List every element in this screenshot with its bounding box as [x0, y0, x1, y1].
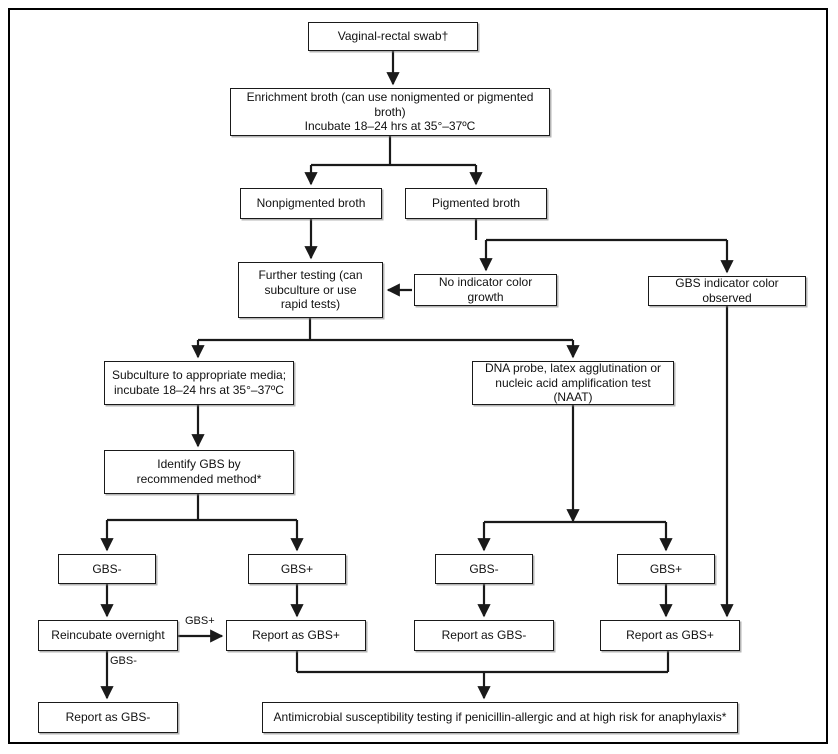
node-subculture-media[interactable]: Subculture to appropriate media; incubat…: [104, 361, 294, 405]
node-label-dna-probe-naat: DNA probe, latex agglutination or nuclei…: [484, 361, 662, 405]
node-gbs-indicator-color-observed[interactable]: GBS indicator color observed: [648, 276, 806, 306]
node-label-report-gbs-pos-culture: Report as GBS+: [252, 628, 340, 643]
node-label-pigmented-broth: Pigmented broth: [431, 196, 521, 211]
node-label-report-gbs-pos-naat: Report as GBS+: [626, 628, 714, 643]
node-label-vaginal-rectal-swab: Vaginal-rectal swab†: [337, 29, 449, 44]
node-label-gbs-neg-culture: GBS-: [92, 561, 122, 576]
node-label-gbs-neg-naat: GBS-: [469, 561, 499, 576]
node-dna-probe-naat[interactable]: DNA probe, latex agglutination or nuclei…: [472, 361, 674, 405]
edge-label-gbs-positive-reincubate: GBS+: [185, 615, 215, 627]
node-report-gbs-pos-naat[interactable]: Report as GBS+: [600, 620, 740, 651]
node-label-enrichment-broth: Enrichment broth (can use nonigmented or…: [246, 90, 534, 134]
node-antimicrobial-susceptibility[interactable]: Antimicrobial susceptibility testing if …: [262, 702, 738, 733]
node-reincubate-overnight[interactable]: Reincubate overnight: [38, 620, 178, 651]
node-label-reincubate-overnight: Reincubate overnight: [51, 628, 165, 643]
node-gbs-pos-naat[interactable]: GBS+: [617, 554, 715, 584]
node-label-no-indicator-color-growth: No indicator color growth: [438, 275, 533, 304]
node-no-indicator-color-growth[interactable]: No indicator color growth: [414, 274, 557, 306]
node-label-subculture-media: Subculture to appropriate media; incubat…: [111, 368, 287, 397]
node-label-identify-gbs: Identify GBS by recommended method*: [136, 457, 262, 486]
node-report-gbs-pos-culture[interactable]: Report as GBS+: [226, 620, 366, 651]
node-label-further-testing: Further testing (can subculture or use r…: [258, 268, 363, 312]
node-label-gbs-pos-naat: GBS+: [649, 561, 683, 576]
node-vaginal-rectal-swab[interactable]: Vaginal-rectal swab†: [308, 22, 478, 51]
node-identify-gbs[interactable]: Identify GBS by recommended method*: [104, 450, 294, 494]
node-gbs-pos-culture[interactable]: GBS+: [248, 554, 346, 584]
node-report-gbs-neg-naat[interactable]: Report as GBS-: [414, 620, 554, 651]
node-nonpigmented-broth[interactable]: Nonpigmented broth: [240, 188, 382, 219]
node-label-gbs-pos-culture: GBS+: [280, 561, 314, 576]
node-gbs-neg-culture[interactable]: GBS-: [58, 554, 156, 584]
node-enrichment-broth[interactable]: Enrichment broth (can use nonigmented or…: [230, 88, 550, 136]
edge-label-gbs-negative-reincubate: GBS-: [110, 655, 137, 667]
node-label-antimicrobial-susceptibility: Antimicrobial susceptibility testing if …: [273, 710, 727, 725]
node-further-testing[interactable]: Further testing (can subculture or use r…: [238, 262, 383, 318]
node-pigmented-broth[interactable]: Pigmented broth: [405, 188, 547, 219]
node-label-gbs-indicator-color-observed: GBS indicator color observed: [675, 276, 779, 305]
node-label-nonpigmented-broth: Nonpigmented broth: [256, 196, 366, 211]
node-label-report-gbs-neg-naat: Report as GBS-: [441, 628, 527, 643]
node-report-gbs-neg-final[interactable]: Report as GBS-: [38, 702, 178, 733]
node-gbs-neg-naat[interactable]: GBS-: [435, 554, 533, 584]
node-label-report-gbs-neg-final: Report as GBS-: [65, 710, 151, 725]
